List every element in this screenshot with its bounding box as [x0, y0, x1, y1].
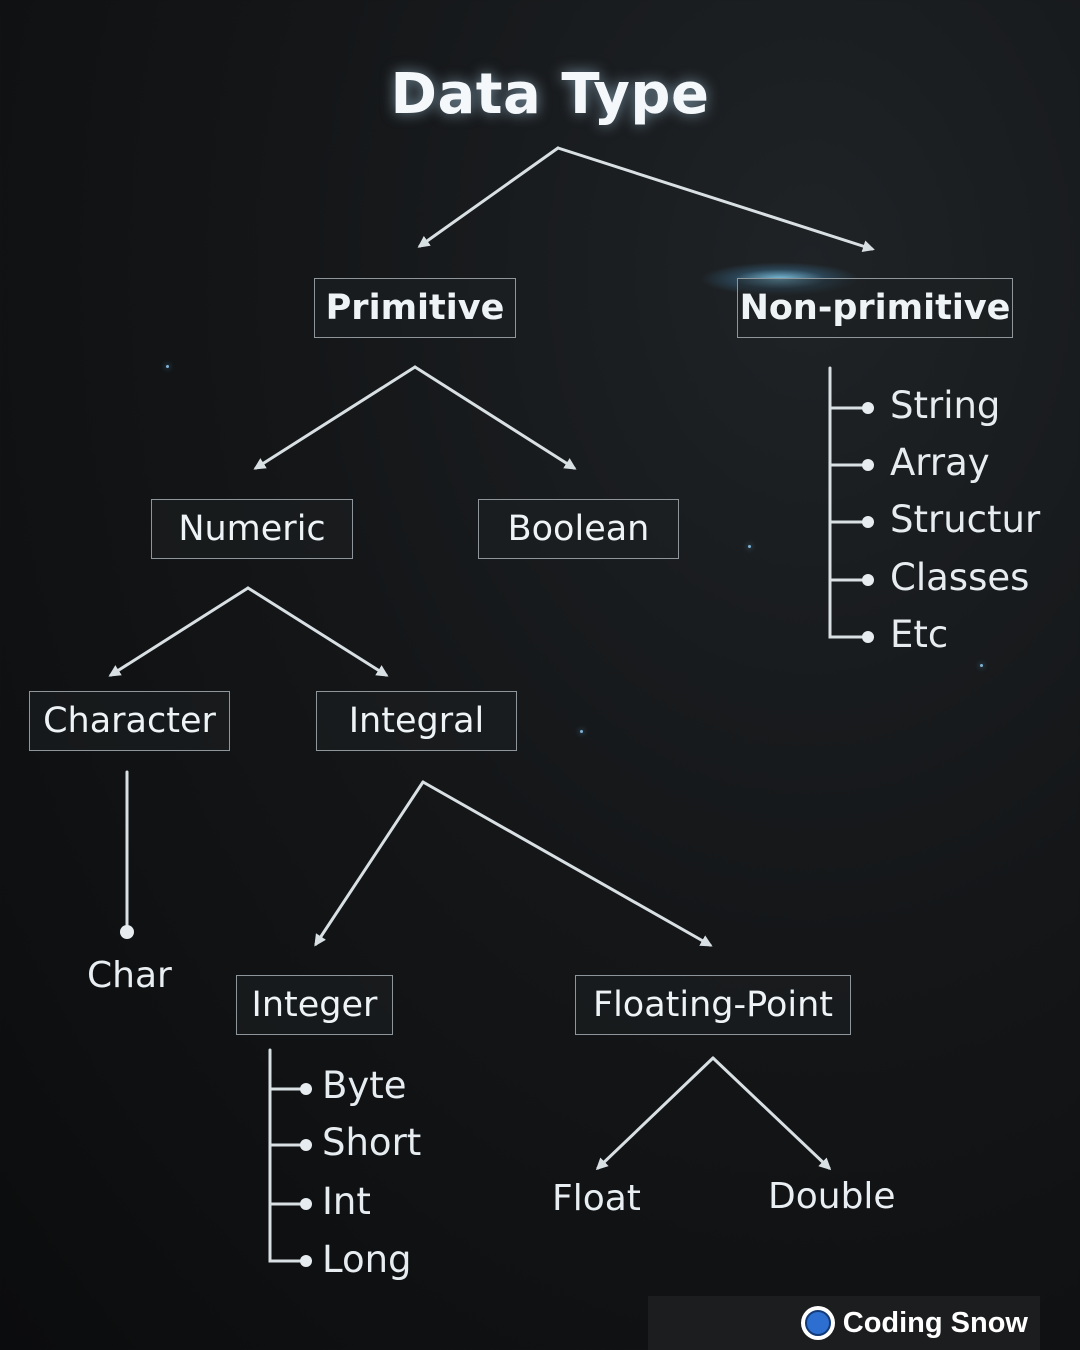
arrow-to-character	[108, 586, 250, 677]
node-primitive: Primitive	[314, 278, 516, 338]
non-primitive-etc: Etc	[890, 613, 949, 656]
arrow-to-integer	[314, 780, 425, 947]
list-dot	[300, 1198, 312, 1210]
integer-type-byte: Byte	[322, 1064, 407, 1107]
star-decoration	[580, 730, 583, 733]
arrow-to-double	[711, 1056, 832, 1171]
leaf-char: Char	[87, 955, 172, 996]
non-primitive-string: String	[890, 384, 1001, 427]
list-dot	[300, 1083, 312, 1095]
star-decoration	[748, 545, 751, 548]
list-dot	[862, 402, 874, 414]
diagram-title: Data Type	[390, 62, 710, 127]
node-numeric: Numeric	[151, 499, 353, 559]
non-primitive-classes: Classes	[890, 556, 1030, 599]
coding-snow-logo-icon	[800, 1306, 835, 1340]
leaf-double: Double	[768, 1176, 896, 1217]
arrow-to-boolean	[413, 365, 577, 470]
list-dot	[862, 631, 874, 643]
char-dot	[120, 925, 134, 939]
node-integral: Integral	[316, 691, 517, 751]
leaf-float: Float	[552, 1178, 641, 1219]
non-primitive-bracket	[828, 366, 868, 639]
integer-type-long: Long	[322, 1238, 412, 1281]
star-decoration	[166, 365, 169, 368]
node-boolean: Boolean	[478, 499, 679, 559]
non-primitive-array: Array	[890, 441, 990, 484]
list-dot	[300, 1255, 312, 1267]
arrow-to-numeric	[253, 365, 417, 470]
arrow-to-float	[595, 1056, 715, 1171]
integer-type-int: Int	[322, 1180, 371, 1223]
star-decoration	[980, 664, 983, 667]
list-dot	[300, 1139, 312, 1151]
node-character: Character	[29, 691, 230, 751]
list-dot	[862, 516, 874, 528]
integer-type-short: Short	[322, 1121, 422, 1164]
node-floating-point: Floating-Point	[575, 975, 851, 1035]
brand-name: Coding Snow	[842, 1306, 1028, 1339]
integer-bracket	[268, 1048, 306, 1263]
node-integer: Integer	[236, 975, 393, 1035]
list-dot	[862, 459, 874, 471]
arrow-to-primitive	[417, 146, 560, 248]
arrow-to-non-primitive	[556, 146, 875, 252]
list-dot	[862, 574, 874, 586]
arrow-to-integral	[246, 586, 389, 677]
arrow-to-floating-point	[421, 780, 713, 947]
brand-watermark: Coding Snow	[648, 1296, 1040, 1350]
node-non-primitive: Non-primitive	[737, 278, 1013, 338]
non-primitive-structur: Structur	[890, 498, 1041, 541]
